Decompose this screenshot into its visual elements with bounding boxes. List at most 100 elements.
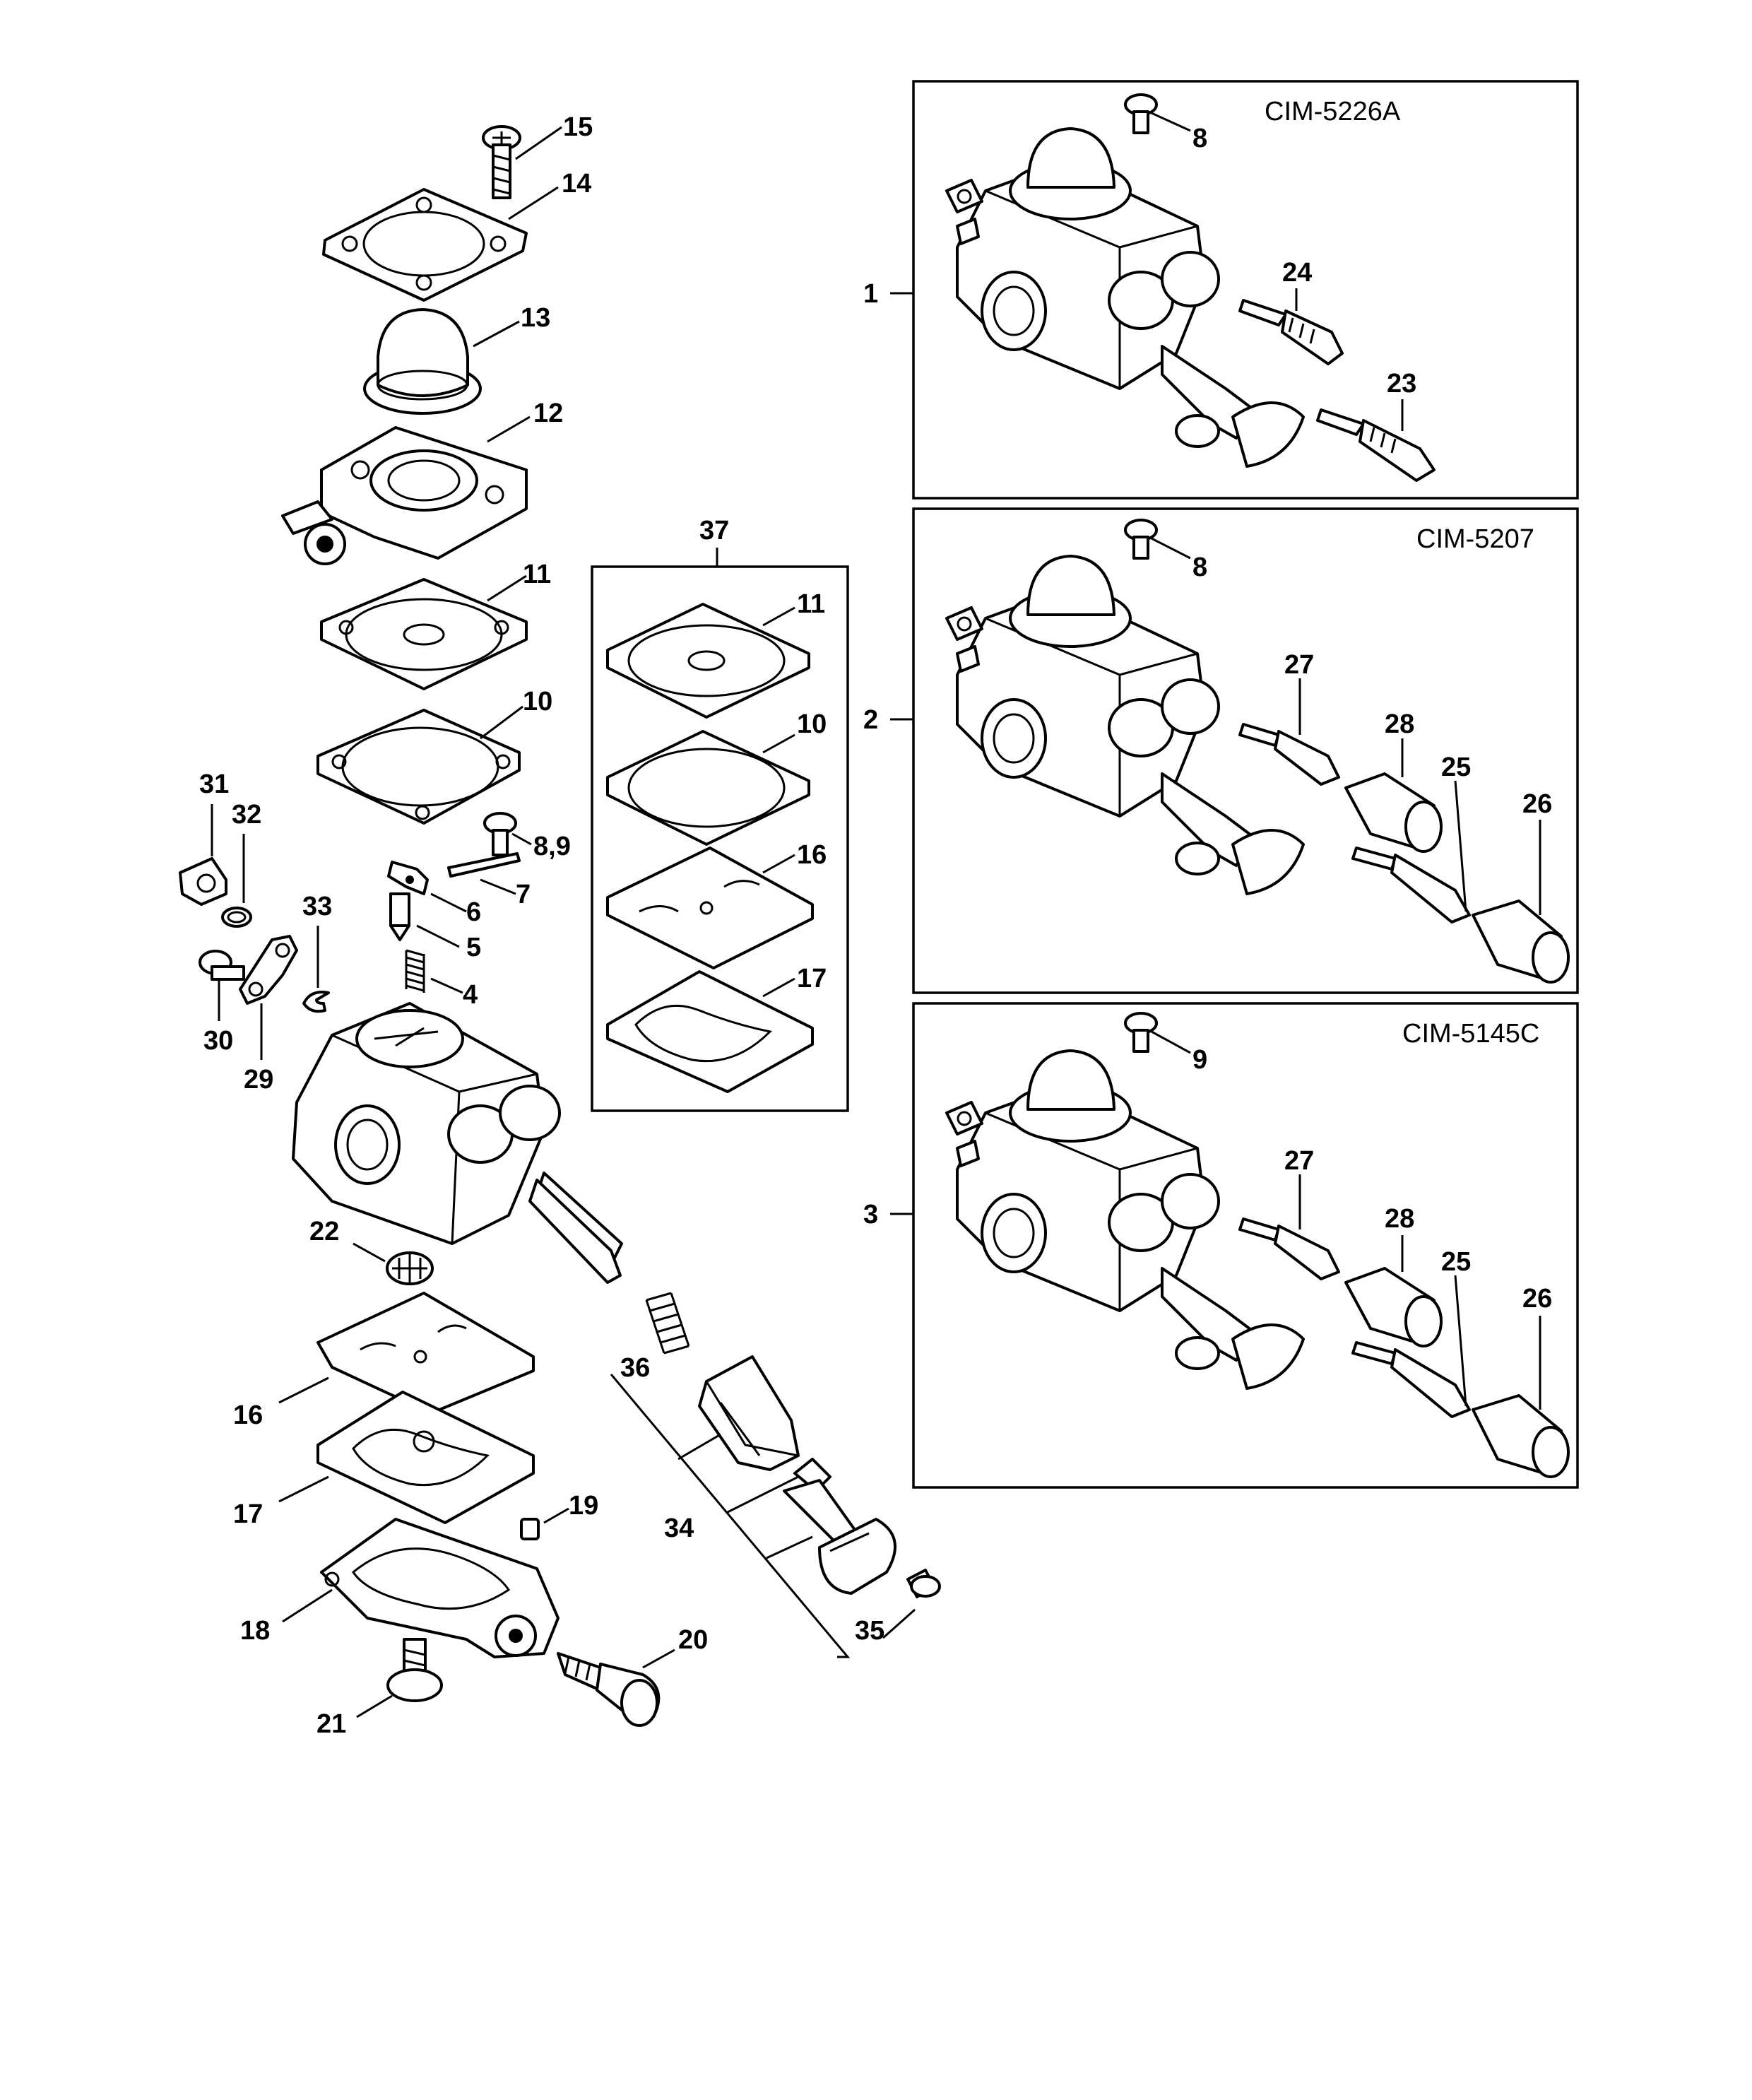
part-22-filter-screen	[386, 1251, 434, 1285]
variant-3-part-26: 26	[1522, 1284, 1552, 1314]
callout-18: 18	[240, 1616, 270, 1646]
part-18-end-cover	[320, 1518, 560, 1658]
callout-21: 21	[316, 1709, 346, 1739]
callout-22: 22	[309, 1217, 339, 1246]
part-31-nut	[179, 857, 227, 906]
kit-37-box	[591, 565, 849, 1112]
callout-19: 19	[569, 1491, 598, 1521]
variant-2-part-28: 28	[1385, 709, 1414, 739]
callout-35: 35	[855, 1616, 884, 1646]
callout-16: 16	[233, 1400, 263, 1430]
variant-2-needle-25	[1351, 847, 1471, 924]
callout-29: 29	[244, 1065, 273, 1095]
variant-3-needle-27	[1238, 1217, 1340, 1280]
variant-2-code: CIM-5207	[1416, 524, 1534, 554]
variant-3-cap-28	[1344, 1267, 1443, 1347]
variant-3-needle-25	[1351, 1341, 1471, 1418]
part-5-inlet-needle	[389, 892, 410, 941]
part-29-throttle-lever	[239, 935, 298, 1005]
callout-14: 14	[562, 169, 591, 199]
callout-34: 34	[664, 1514, 694, 1543]
variant-1-screw	[1124, 93, 1158, 134]
part-21-screw	[386, 1638, 443, 1702]
callout-11: 11	[523, 560, 551, 589]
variant-2-cap-28	[1344, 772, 1443, 853]
part-7-pin	[447, 852, 521, 878]
callout-12: 12	[533, 399, 563, 428]
part-36-spring	[645, 1292, 690, 1355]
part-10-gasket	[316, 709, 521, 825]
callout-6: 6	[466, 897, 481, 927]
part-16-diaphragm	[316, 1292, 535, 1415]
kit-37-label: 37	[699, 516, 729, 545]
callout-13: 13	[521, 303, 550, 333]
kit-part-16-diaphragm	[606, 847, 814, 969]
kit-callout-16: 16	[797, 840, 827, 870]
callout-4: 4	[463, 980, 478, 1010]
variant-2-part-26: 26	[1522, 789, 1552, 819]
variant-1-part-24: 24	[1282, 258, 1312, 288]
variant-3-cap-26	[1472, 1394, 1570, 1478]
callout-20: 20	[678, 1625, 708, 1655]
variant-panel-2: CIM-5207 8 27 28 25 26	[863, 507, 1579, 994]
part-35-screw	[906, 1569, 941, 1598]
variant-2-screw	[1124, 519, 1158, 560]
callout-15: 15	[563, 112, 593, 142]
callout-31: 31	[199, 769, 229, 799]
variant-3-part-28: 28	[1385, 1204, 1414, 1234]
kit-callout-17: 17	[797, 964, 827, 993]
variant-1-item: 1	[863, 279, 878, 309]
part-15-screw	[482, 125, 521, 199]
part-8-9-screw	[483, 812, 517, 856]
choke-housing	[698, 1355, 800, 1471]
kit-part-11-diaphragm	[606, 603, 810, 719]
part-12-pump-cover	[281, 426, 528, 565]
kit-callout-10: 10	[797, 709, 827, 739]
part-19-cap	[520, 1518, 540, 1540]
kit-part-17-gasket	[606, 970, 814, 1093]
variant-3-screw-label: 9	[1192, 1045, 1207, 1075]
part-11-diaphragm	[320, 578, 528, 690]
variant-2-item: 2	[863, 705, 878, 735]
part-33-clip	[302, 991, 330, 1013]
variant-3-part-25: 25	[1441, 1247, 1471, 1277]
callout-33: 33	[302, 892, 332, 921]
variant-panel-1: CIM-5226A 8 24 23 1	[863, 80, 1579, 500]
variant-1-code: CIM-5226A	[1265, 97, 1401, 126]
kit-part-10-gasket	[606, 730, 810, 846]
part-4-spring	[405, 949, 425, 993]
throttle-shaft	[528, 1179, 622, 1284]
variant-2-part-27: 27	[1284, 650, 1314, 680]
callout-36: 36	[620, 1353, 650, 1383]
variant-2-part-25: 25	[1441, 753, 1471, 782]
part-34-choke-lever	[783, 1458, 896, 1595]
variant-1-part-23: 23	[1387, 369, 1416, 399]
part-20-adjusting-screw	[557, 1652, 661, 1727]
part-32-o-ring	[221, 907, 252, 928]
part-30-screw	[199, 950, 245, 981]
callout-30: 30	[203, 1026, 233, 1056]
variant-2-screw-label: 8	[1192, 553, 1207, 582]
part-13-primer-bulb	[363, 308, 482, 415]
variant-3-item: 3	[863, 1200, 878, 1229]
variant-1-needle-24	[1238, 299, 1344, 365]
variant-1-needle-23	[1316, 408, 1436, 482]
part-17-gasket	[316, 1391, 535, 1524]
callout-32: 32	[232, 800, 261, 830]
callout-7: 7	[516, 880, 531, 909]
variant-panel-3: CIM-5145C 9 27 28 25 26	[863, 1002, 1579, 1489]
variant-1-screw-label: 8	[1192, 124, 1207, 153]
callout-8-9: 8,9	[533, 832, 571, 861]
callout-17: 17	[233, 1499, 263, 1529]
carburetor-body	[292, 1002, 623, 1259]
part-6-lever	[387, 861, 429, 895]
part-14-gasket	[322, 188, 528, 302]
variant-2-cap-26	[1472, 899, 1570, 984]
variant-3-part-27: 27	[1284, 1146, 1314, 1176]
callout-10: 10	[523, 687, 552, 716]
variant-2-needle-27	[1238, 723, 1340, 786]
callout-5: 5	[466, 933, 481, 962]
variant-3-code: CIM-5145C	[1402, 1019, 1539, 1049]
variant-3-screw	[1124, 1012, 1158, 1053]
